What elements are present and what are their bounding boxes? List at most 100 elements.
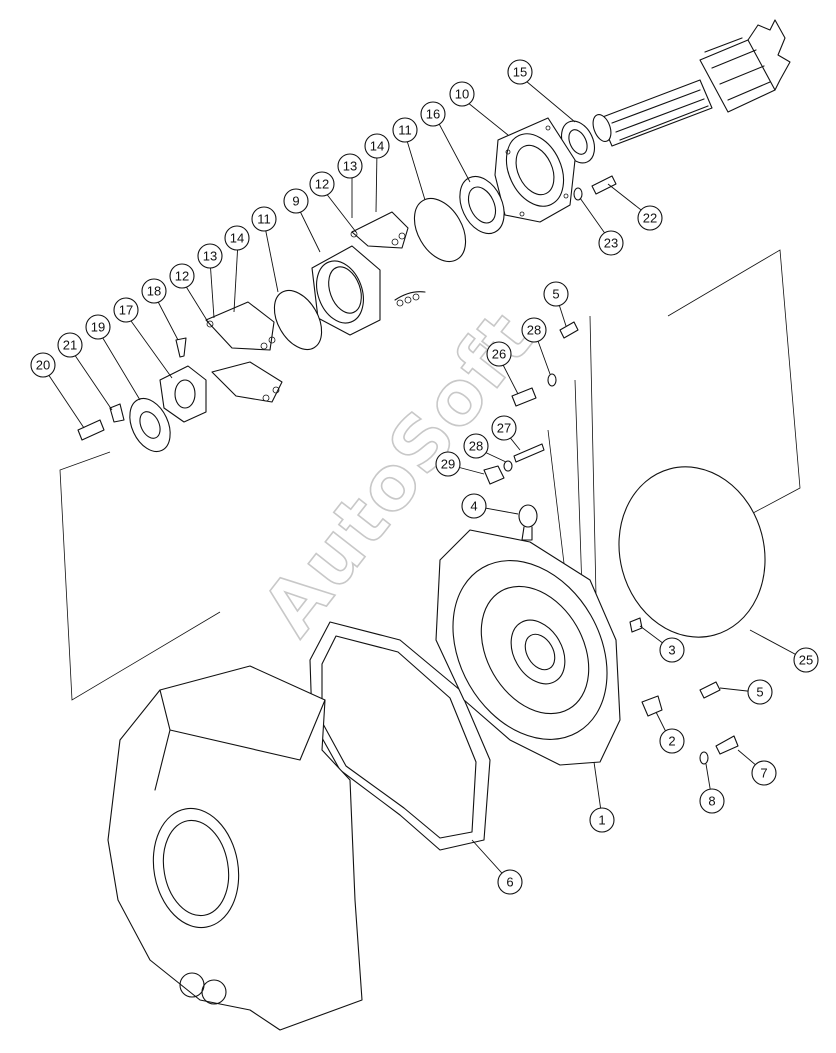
callout-6: 6 xyxy=(497,869,523,895)
svg-text:19: 19 xyxy=(91,320,105,335)
callout-9: 9 xyxy=(283,188,309,214)
svg-text:14: 14 xyxy=(370,139,384,154)
callout-10: 10 xyxy=(449,81,475,107)
shim-set-lower xyxy=(205,301,283,403)
bolt-22 xyxy=(591,175,617,195)
callout-12-upper: 12 xyxy=(309,171,335,197)
svg-text:18: 18 xyxy=(147,284,161,299)
plug-2 xyxy=(641,695,663,717)
callout-25: 25 xyxy=(793,647,819,673)
callout-12-lower: 12 xyxy=(169,263,195,289)
bolt-26 xyxy=(511,387,537,407)
svg-text:29: 29 xyxy=(441,457,455,472)
castle-nut-17 xyxy=(159,365,207,423)
svg-text:23: 23 xyxy=(604,236,618,251)
plug-3 xyxy=(629,617,643,633)
svg-text:20: 20 xyxy=(36,358,50,373)
callout-20: 20 xyxy=(30,352,56,378)
svg-text:5: 5 xyxy=(756,685,763,700)
svg-text:28: 28 xyxy=(527,323,541,338)
callout-11-upper: 11 xyxy=(392,117,418,143)
svg-text:8: 8 xyxy=(708,794,715,809)
callout-3: 3 xyxy=(659,637,685,663)
svg-text:12: 12 xyxy=(315,177,329,192)
svg-text:11: 11 xyxy=(257,212,271,227)
washer-23 xyxy=(573,187,583,201)
stud-27 xyxy=(513,443,545,463)
washer-28-upper xyxy=(547,373,557,387)
callout-14-upper: 14 xyxy=(364,133,390,159)
bolt-20 xyxy=(77,419,105,441)
svg-text:25: 25 xyxy=(799,653,813,668)
callout-18: 18 xyxy=(141,278,167,304)
o-ring-11-lower xyxy=(273,289,323,351)
svg-text:2: 2 xyxy=(668,734,675,749)
gasket-6 xyxy=(309,621,491,851)
callout-5-upper: 5 xyxy=(543,281,569,307)
callout-5-lower: 5 xyxy=(747,679,773,705)
svg-text:10: 10 xyxy=(455,87,469,102)
callout-13-upper: 13 xyxy=(337,153,363,179)
callout-1: 1 xyxy=(589,807,615,833)
callout-8: 8 xyxy=(699,788,725,814)
callout-28-upper: 28 xyxy=(521,317,547,343)
callout-29: 29 xyxy=(435,451,461,477)
transmission-case xyxy=(107,665,363,1031)
bearing-16 xyxy=(459,175,505,235)
callout-23: 23 xyxy=(598,230,624,256)
callout-7: 7 xyxy=(751,760,777,786)
bolt-7 xyxy=(715,735,739,755)
callout-27: 27 xyxy=(491,415,517,441)
callout-2: 2 xyxy=(659,728,685,754)
nut-29 xyxy=(483,465,505,485)
svg-text:21: 21 xyxy=(63,338,77,353)
shim-set-upper xyxy=(350,211,426,307)
svg-text:22: 22 xyxy=(643,211,657,226)
svg-text:7: 7 xyxy=(760,766,767,781)
assembly-line-center xyxy=(547,315,597,597)
pinion-shaft xyxy=(592,19,791,147)
gasket-25 xyxy=(618,466,766,638)
callout-22: 22 xyxy=(637,205,663,231)
callout-26: 26 xyxy=(486,341,512,367)
svg-text:4: 4 xyxy=(470,499,477,514)
callout-11-lower: 11 xyxy=(251,206,277,232)
callout-13-lower: 13 xyxy=(197,243,223,269)
pin-5-lower xyxy=(699,681,721,699)
callout-4: 4 xyxy=(461,493,487,519)
callout-14-lower: 14 xyxy=(224,225,250,251)
svg-text:28: 28 xyxy=(469,439,483,454)
svg-text:3: 3 xyxy=(668,643,675,658)
svg-text:17: 17 xyxy=(119,303,133,318)
pin-5-upper xyxy=(559,321,579,339)
svg-text:13: 13 xyxy=(203,249,217,264)
svg-text:12: 12 xyxy=(175,269,189,284)
svg-text:26: 26 xyxy=(492,347,506,362)
callout-19: 19 xyxy=(85,314,111,340)
washer-21 xyxy=(109,403,125,423)
pin-18 xyxy=(175,337,187,358)
svg-text:9: 9 xyxy=(292,194,299,209)
svg-text:6: 6 xyxy=(506,875,513,890)
svg-text:5: 5 xyxy=(552,287,559,302)
svg-text:11: 11 xyxy=(398,123,412,138)
eye-bolt-4 xyxy=(518,504,538,541)
assembly-line-right xyxy=(667,249,801,521)
callout-17: 17 xyxy=(113,297,139,323)
washer-8 xyxy=(699,751,709,765)
callout-16: 16 xyxy=(420,101,446,127)
svg-text:1: 1 xyxy=(598,813,605,828)
callout-28-lower: 28 xyxy=(463,433,489,459)
lock-plate-19 xyxy=(129,397,171,453)
o-ring-11-upper xyxy=(413,198,467,262)
svg-text:13: 13 xyxy=(343,159,357,174)
svg-text:16: 16 xyxy=(426,107,440,122)
svg-text:15: 15 xyxy=(513,65,527,80)
assembly-line-left xyxy=(59,451,221,701)
washer-28-lower xyxy=(503,460,513,472)
callout-15: 15 xyxy=(507,59,533,85)
callout-21: 21 xyxy=(57,332,83,358)
front-cover-1 xyxy=(435,529,621,766)
svg-text:14: 14 xyxy=(230,231,244,246)
